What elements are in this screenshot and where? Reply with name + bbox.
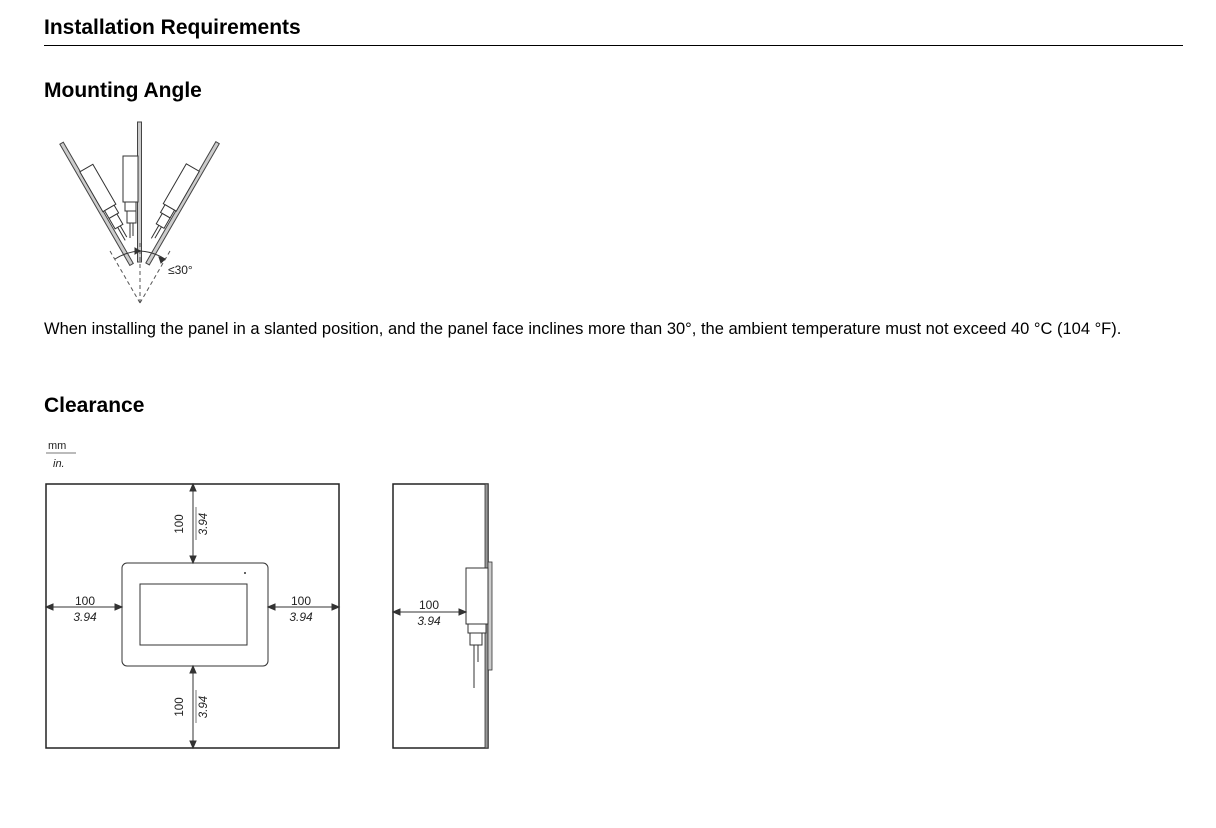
panel-tilted-right — [145, 140, 220, 266]
angle-construction-lines — [109, 243, 171, 304]
dimension-bottom-mm: 100 — [174, 697, 186, 716]
arc-arrowhead — [158, 256, 166, 264]
mounting-angle-description: When installing the panel in a slanted p… — [44, 320, 1122, 338]
document-title: Installation Requirements — [44, 16, 301, 39]
arrowhead — [266, 603, 276, 611]
unit-label-in: in. — [53, 458, 65, 470]
arrowhead — [391, 608, 401, 616]
panel-screen — [139, 583, 248, 646]
dimension-top-mm: 100 — [174, 514, 186, 533]
dimension-right-in: 3.94 — [289, 610, 313, 624]
angle-label: ≤30° — [168, 263, 193, 277]
clearance-heading: Clearance — [44, 394, 145, 417]
panel-vertical — [122, 121, 142, 263]
arrowhead — [44, 603, 54, 611]
arrowhead — [189, 664, 197, 674]
dimension-left-in: 3.94 — [73, 610, 97, 624]
arrowhead — [189, 555, 197, 565]
panel-side-body — [465, 567, 489, 625]
dimension-top-in: 3.94 — [198, 513, 210, 535]
dimension-left-mm: 100 — [75, 594, 95, 608]
panel-tilted-left — [59, 141, 134, 267]
unit-label-mm: mm — [48, 440, 66, 452]
arrowhead — [189, 482, 197, 492]
front-view: 100 3.94 100 3.94 100 3.94 100 3.94 — [44, 482, 341, 750]
panel-side-plug — [469, 632, 483, 646]
mounting-angle-heading: Mounting Angle — [44, 79, 202, 102]
dimension-side-in: 3.94 — [417, 614, 441, 628]
arrowhead — [189, 740, 197, 750]
clearance-figure: mm in. 100 3 — [44, 440, 493, 750]
arrowhead — [458, 608, 468, 616]
mounting-angle-figure: ≤30° — [59, 121, 220, 304]
panel-side-connector — [467, 623, 487, 634]
dimension-right-mm: 100 — [291, 594, 311, 608]
title-divider — [44, 45, 1183, 46]
arrowhead — [114, 603, 124, 611]
panel-side-bezel — [487, 561, 493, 671]
panel-led — [244, 572, 246, 574]
dimension-bottom-in: 3.94 — [198, 696, 210, 718]
dimension-side-mm: 100 — [419, 598, 439, 612]
side-view: 100 3.94 — [391, 483, 493, 749]
arc-arrowhead — [134, 247, 141, 255]
arrowhead — [331, 603, 341, 611]
